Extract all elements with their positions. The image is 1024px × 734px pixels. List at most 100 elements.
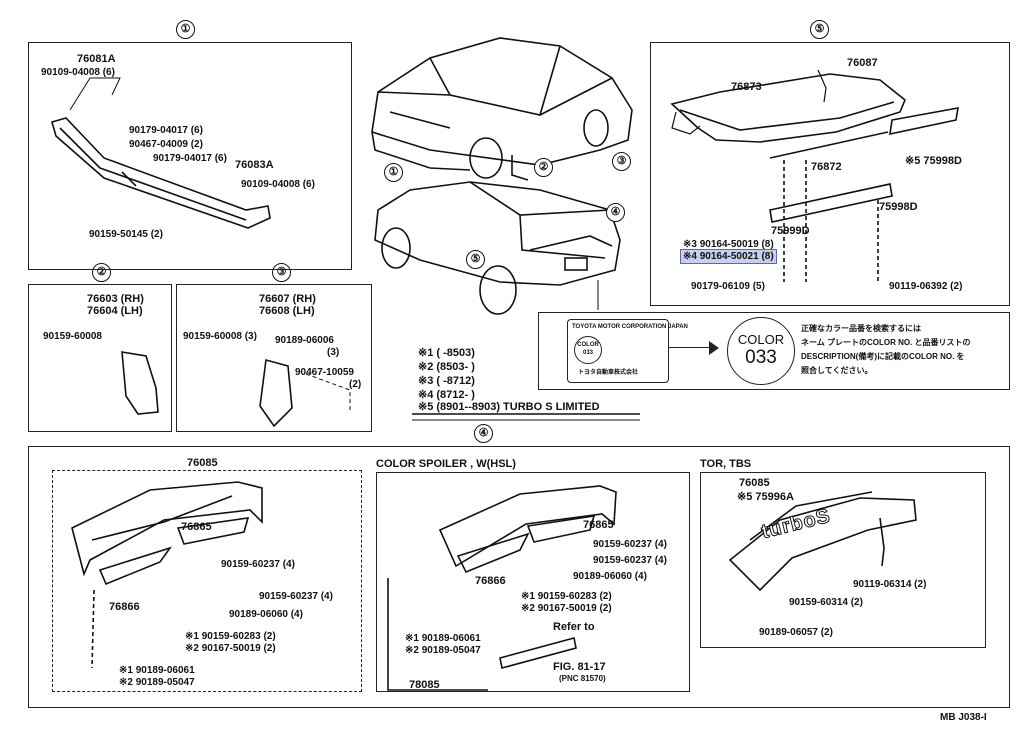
pn-75999d[interactable]: 75999D [771, 225, 810, 237]
name-plate: TOYOTA MOTOR CORPORATION JAPAN COLOR 033… [567, 319, 688, 383]
br-part-3[interactable]: 90189-06057 (2) [759, 627, 833, 638]
note-2: ※2 (8503- ) [418, 361, 475, 373]
part-90109-04008-b[interactable]: 90109-04008 (6) [241, 179, 315, 190]
note-5: ※5 (8901--8903) TURBO S LIMITED [418, 401, 600, 413]
br-part-2[interactable]: 90159-60314 (2) [789, 597, 863, 608]
plate-bottom: トヨタ自動車株式会社 [578, 370, 639, 376]
rear-spoiler-drawing [670, 73, 906, 143]
pn-76866-mid[interactable]: 76866 [475, 575, 506, 587]
bm-part-7[interactable]: ※2 90189-05047 [405, 645, 481, 656]
part-90179-04017-a[interactable]: 90179-04017 (6) [129, 125, 203, 136]
bm-part-3[interactable]: 90189-06060 (4) [573, 571, 647, 582]
pn-76608[interactable]: 76608 (LH) [259, 305, 315, 317]
pn-76081a[interactable]: 76081A [77, 53, 116, 65]
car-callout-2: ② [534, 158, 553, 177]
pn-76866-left[interactable]: 76866 [109, 601, 140, 613]
pn-76085-left[interactable]: 76085 [187, 457, 218, 469]
bl-part-5[interactable]: ※2 90167-50019 (2) [185, 643, 276, 654]
pn-76604[interactable]: 76604 (LH) [87, 305, 143, 317]
refer-line-3: (PNC 81570) [559, 674, 606, 683]
panel-front-spoiler: 76081A 90109-04008 (6) 90179-04017 (6) 9… [28, 42, 352, 270]
part-90159-50145[interactable]: 90159-50145 (2) [89, 229, 163, 240]
part-90119-06392[interactable]: 90119-06392 (2) [889, 281, 963, 292]
part-90189-06006-qty: (3) [327, 347, 340, 358]
refer-line-2[interactable]: FIG. 81-17 [553, 661, 606, 673]
mudguard-76607-drawing [259, 358, 293, 428]
bm-part-6[interactable]: ※1 90189-06061 [405, 633, 481, 644]
bl-part-3[interactable]: 90189-06060 (4) [229, 609, 303, 620]
bl-part-4[interactable]: ※1 90159-60283 (2) [185, 631, 276, 642]
part-90109-04008[interactable]: 90109-04008 (6) [41, 67, 115, 78]
part-90164-50019[interactable]: ※3 90164-50019 (8) [683, 239, 774, 250]
pn-76085-right[interactable]: 76085 [739, 477, 770, 489]
pn-76083a[interactable]: 76083A [235, 159, 274, 171]
callout-3: ③ [272, 263, 291, 282]
panel-bottom-left: 76085 76865 76866 90159-60237 (4) 90159-… [52, 457, 362, 692]
car-callout-3: ③ [612, 152, 631, 171]
car-rear-drawing [374, 181, 621, 315]
br-part-1[interactable]: 90119-06314 (2) [853, 579, 927, 590]
pn-76865-left[interactable]: 76865 [181, 521, 212, 533]
jp-line-4: 照合してください。 [801, 366, 873, 375]
panel-bottom-right: 76085 ※5 75996A turboS 90119-06314 (2) 9… [700, 472, 986, 648]
bm-part-2[interactable]: 90159-60237 (4) [593, 555, 667, 566]
part-90179-06109[interactable]: 90179-06109 (5) [691, 281, 765, 292]
arrow-head-icon [709, 341, 719, 355]
car-front-drawing [371, 37, 633, 181]
pn-76603[interactable]: 76603 (RH) [87, 293, 144, 305]
pn-76873[interactable]: 76873 [731, 81, 762, 93]
bl-part-2[interactable]: 90159-60237 (4) [259, 591, 333, 602]
part-90159-60008-3[interactable]: 90159-60008 (3) [183, 331, 257, 342]
plate-text: TOYOTA MOTOR CORPORATION JAPAN [572, 324, 688, 330]
note-1: ※1 ( -8503) [418, 347, 475, 359]
pn-78085[interactable]: 78085 [409, 679, 440, 691]
bl-part-7[interactable]: ※2 90189-05047 [119, 677, 195, 688]
pn-76607[interactable]: 76607 (RH) [259, 293, 316, 305]
bl-part-1[interactable]: 90159-60237 (4) [221, 559, 295, 570]
jp-line-2: ネーム プレートのCOLOR NO. と品番リストの [801, 338, 971, 347]
part-90179-04017-b[interactable]: 90179-04017 (6) [153, 153, 227, 164]
callout-1: ① [176, 20, 195, 39]
part-90467-10059[interactable]: 90467-10059 [295, 367, 354, 378]
bottom-right-title: TOR, TBS [700, 458, 752, 470]
pn-76865-mid[interactable]: 76865 [583, 519, 614, 531]
bm-part-5[interactable]: ※2 90167-50019 (2) [521, 603, 612, 614]
arrow-icon [669, 347, 713, 348]
car-callout-1: ① [384, 163, 403, 182]
panel-bottom-mid: 76865 76866 90159-60237 (4) 90159-60237 … [376, 472, 690, 692]
part-90189-06006[interactable]: 90189-06006 [275, 335, 334, 346]
pn-75996a[interactable]: ※5 75996A [737, 491, 794, 503]
front-spoiler-drawing [51, 117, 271, 229]
color-badge: COLOR 033 [727, 317, 795, 385]
note-3: ※3 ( -8712) [418, 375, 475, 387]
bm-part-4[interactable]: ※1 90159-60283 (2) [521, 591, 612, 602]
part-90164-50021-highlighted[interactable]: ※4 90164-50021 (8) [680, 249, 777, 264]
pn-76872[interactable]: 76872 [811, 161, 842, 173]
jp-line-3: DESCRIPTION(備考)に記載のCOLOR NO. を [801, 352, 965, 361]
note-4: ※4 (8712- ) [418, 389, 475, 401]
plate-color-circle: COLOR 033 [574, 336, 602, 364]
car-callout-4: ④ [606, 203, 625, 222]
color-badge-no: 033 [745, 347, 777, 368]
callout-5: ⑤ [810, 20, 829, 39]
plate-color-no: 033 [582, 350, 593, 356]
callout-2: ② [92, 263, 111, 282]
spoiler-76085-drawing [71, 481, 263, 577]
bl-part-6[interactable]: ※1 90189-06061 [119, 665, 195, 676]
bm-part-1[interactable]: 90159-60237 (4) [593, 539, 667, 550]
pn-76087[interactable]: 76087 [847, 57, 878, 69]
part-90159-60008[interactable]: 90159-60008 [43, 331, 102, 342]
plate-color-label: COLOR [577, 342, 599, 348]
part-90467-04009[interactable]: 90467-04009 (2) [129, 139, 203, 150]
refer-line-1[interactable]: Refer to [553, 621, 595, 633]
turbos-emblem: turboS [759, 504, 834, 544]
panel-mudguard-2: 76603 (RH) 76604 (LH) 90159-60008 [28, 284, 172, 432]
panel-rear-spoiler: 76873 76087 76872 ※5 75998D 75998D 75999… [650, 42, 1010, 306]
part-90467-10059-qty: (2) [349, 379, 362, 390]
pn-75998d[interactable]: 75998D [879, 201, 918, 213]
color-badge-label: COLOR [737, 332, 785, 347]
color-info-box: TOYOTA MOTOR CORPORATION JAPAN COLOR 033… [538, 312, 1010, 390]
panel-mudguard-3: 76607 (RH) 76608 (LH) 90159-60008 (3) 90… [176, 284, 372, 432]
jp-line-1: 正確なカラー品番を検索するには [801, 324, 921, 333]
pn-75998d-star[interactable]: ※5 75998D [905, 155, 962, 167]
